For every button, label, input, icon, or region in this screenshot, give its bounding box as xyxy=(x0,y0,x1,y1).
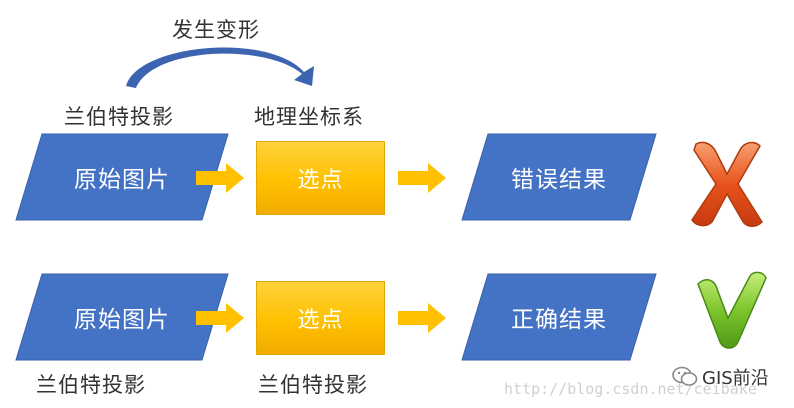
row1-output-text: 错误结果 xyxy=(511,167,607,193)
row2-input-parallelogram: 原始图片 xyxy=(12,273,232,361)
row1-input-parallelogram: 原始图片 xyxy=(12,133,232,221)
row2-projection-label-left: 兰伯特投影 xyxy=(36,373,146,397)
row1-output-parallelogram: 错误结果 xyxy=(458,133,678,221)
row1-input-text: 原始图片 xyxy=(74,167,170,193)
row1-projection-label: 兰伯特投影 xyxy=(64,105,174,129)
row1-process-box: 选点 xyxy=(256,141,385,215)
row1-arrow-2 xyxy=(398,163,446,193)
row2-arrow-1 xyxy=(196,303,244,333)
row1-geo-label: 地理坐标系 xyxy=(254,105,364,129)
curve-label: 发生变形 xyxy=(172,18,260,42)
curved-arrow xyxy=(126,47,314,88)
wechat-icon xyxy=(672,366,698,386)
row2-projection-label-mid: 兰伯特投影 xyxy=(258,373,368,397)
cross-icon xyxy=(691,141,763,227)
watermark-brand-text: GIS前沿 xyxy=(702,368,769,389)
check-icon xyxy=(697,271,767,349)
row2-arrow-2 xyxy=(398,303,446,333)
row2-output-parallelogram: 正确结果 xyxy=(458,273,678,361)
row2-output-text: 正确结果 xyxy=(511,307,607,333)
row2-input-text: 原始图片 xyxy=(74,307,170,333)
watermark-brand: GIS前沿 xyxy=(672,364,769,390)
row1-arrow-1 xyxy=(196,163,244,193)
row2-process-box: 选点 xyxy=(256,281,385,355)
